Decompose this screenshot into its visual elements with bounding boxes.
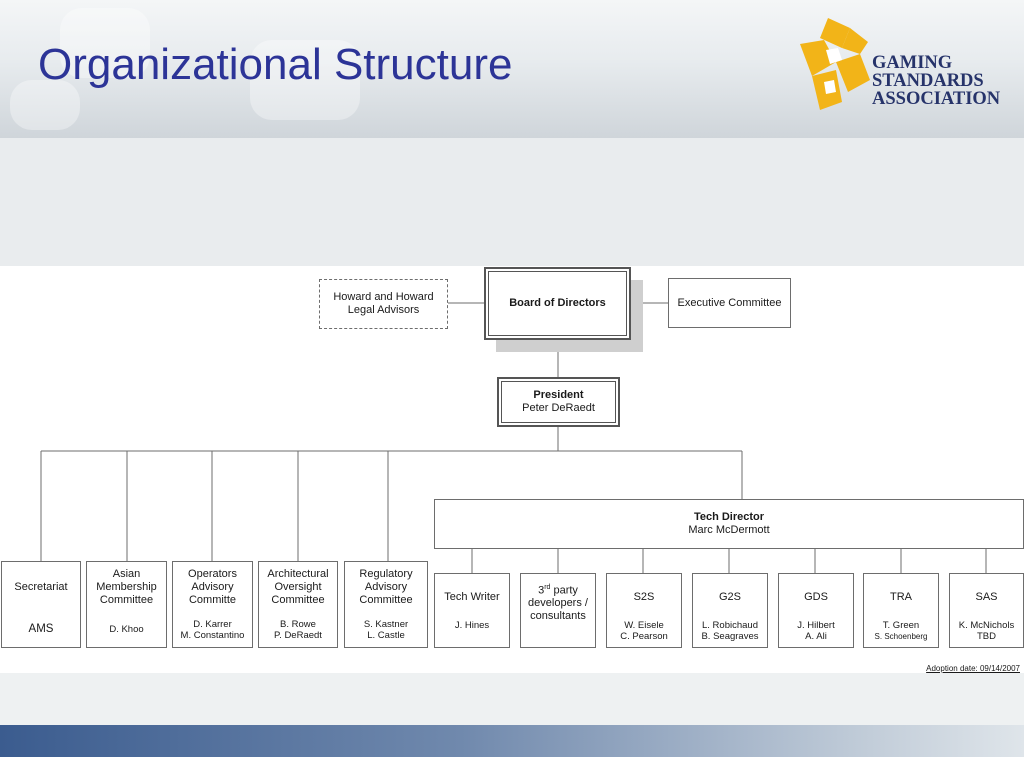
puzzle-decoration [10,80,80,130]
unit-person: D. Karrer [193,618,232,630]
unit-title: Advisory [364,580,408,593]
unit-title: SAS [975,590,998,603]
unit-person: T. Green [882,620,920,631]
president-title: President [533,389,584,401]
g2s-box: G2S L. Robichaud B. Seagraves [692,573,768,648]
executive-committee-box: Executive Committee [668,278,791,328]
tech-director-title: Tech Director [693,511,765,523]
unit-person: AMS [28,623,54,635]
unit-title: Secretariat [14,580,68,593]
unit-person: L. Castle [367,629,405,641]
unit-title: G2S [718,590,741,603]
legal-advisors-box: Howard and Howard Legal Advisors [319,279,448,329]
unit-title: GDS [804,590,828,603]
logo-line: ASSOCIATION [872,89,1001,109]
unit-person: S. Schoenberg [874,632,928,641]
unit-title: Oversight [274,580,322,593]
tech-writer-box: Tech Writer J. Hines [434,573,510,648]
unit-title: TRA [890,590,912,603]
legal-advisors-line: Howard and Howard [333,291,434,303]
tech-director-box: Tech Director Marc McDermott [434,499,1024,549]
architectural-oversight-committee-box: Architectural Oversight Committee B. Row… [258,561,338,648]
unit-title: S2S [633,590,655,603]
unit-title: Architectural [267,567,329,580]
unit-person: C. Pearson [620,631,668,642]
unit-person: A. Ali [805,631,827,642]
unit-title: consultants [530,610,586,623]
unit-title: Membership [96,580,157,593]
s2s-box: S2S W. Eisele C. Pearson [606,573,682,648]
puzzle-decoration [250,40,360,120]
unit-person: J. Hilbert [797,620,835,631]
unit-title: Tech Writer [444,590,500,603]
unit-title-prefix: 3 [538,584,545,597]
unit-title: Asian [112,567,141,580]
unit-person: M. Constantino [180,629,245,641]
unit-person: P. DeRaedt [274,629,322,641]
logo-line: GAMING [872,53,953,73]
unit-person: B. Seagraves [701,631,759,642]
unit-title-sup: rd [544,583,551,591]
gds-box: GDS J. Hilbert A. Ali [778,573,854,648]
logo-line: STANDARDS [872,71,984,91]
operators-advisory-committee-box: Operators Advisory Committe D. Karrer M.… [172,561,253,648]
logo-wordmark: GAMING STANDARDS ASSOCIATION [872,53,1001,109]
unit-person: B. Rowe [280,618,316,630]
unit-person: J. Hines [454,620,490,631]
asian-membership-committee-box: Asian Membership Committee D. Khoo [86,561,167,648]
tech-director-name: Marc McDermott [688,524,770,536]
unit-title: Operators [188,567,237,580]
unit-person: W. Eisele [624,620,664,631]
president-name: Peter DeRaedt [522,402,595,414]
unit-person: D. Khoo [109,624,144,635]
header-band [0,138,1024,266]
third-party-developers-box: 3rd party developers / consultants [520,573,596,648]
unit-title: 3rd party [538,581,578,598]
footer-bar [0,725,1024,757]
sas-box: SAS K. McNichols TBD [949,573,1024,648]
tra-box: TRA T. Green S. Schoenberg [863,573,939,648]
unit-title: Advisory [191,580,234,593]
footer-light-band [0,673,1024,725]
gsa-logo [800,18,870,110]
unit-title: developers / [528,597,588,610]
unit-title: Committee [271,593,325,606]
board-label: Board of Directors [509,297,606,309]
board-of-directors-box: Board of Directors [484,267,631,340]
regulatory-advisory-committee-box: Regulatory Advisory Committee S. Kastner… [344,561,428,648]
unit-person: TBD [977,631,996,642]
puzzle-decoration [60,8,150,78]
unit-title: Committee [99,593,154,606]
president-box: President Peter DeRaedt [497,377,620,427]
unit-person: S. Kastner [363,618,409,630]
secretariat-box: Secretariat AMS [1,561,81,648]
legal-advisors-line: Legal Advisors [347,304,420,316]
slide-title: Organizational Structure [38,40,513,89]
unit-title: Committe [188,593,237,606]
unit-title: Regulatory [359,567,413,580]
unit-title-suffix: party [550,584,578,597]
executive-committee-label: Executive Committee [677,296,782,309]
adoption-date: Adoption date: 09/14/2007 [926,664,1020,673]
unit-title: Committee [359,593,413,606]
unit-person: K. McNichols [958,620,1015,631]
unit-person: L. Robichaud [702,620,758,631]
